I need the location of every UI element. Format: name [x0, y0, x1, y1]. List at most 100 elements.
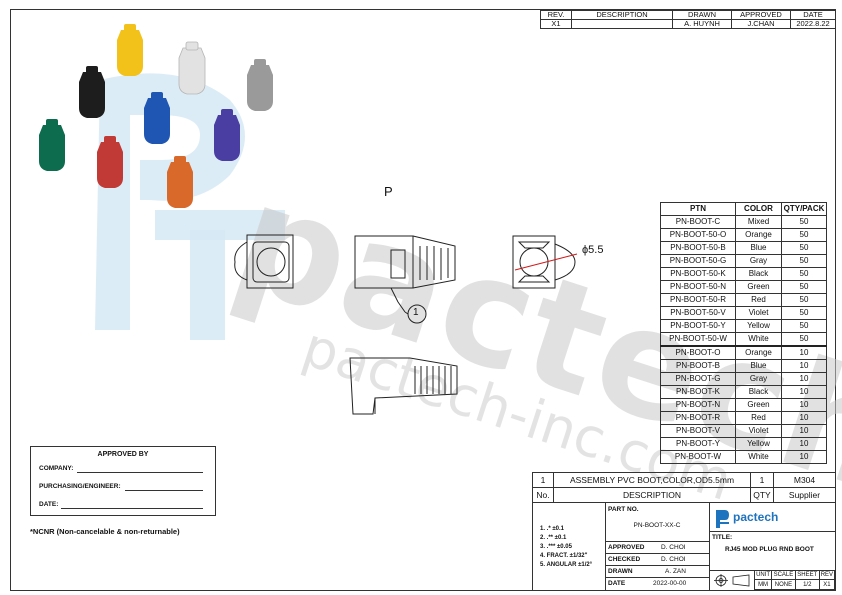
bom-item-qty: 1	[750, 472, 774, 488]
ptn-cell: PN-BOOT-N	[660, 398, 736, 412]
boot-orange-icon	[167, 156, 193, 208]
callout-number: 1	[413, 307, 419, 318]
qty-cell: 10	[781, 385, 827, 399]
drawn-value: A. HUYNH	[672, 19, 732, 29]
ptn-cell: PN-BOOT-50-G	[660, 254, 736, 268]
ptn-cell: PN-BOOT-50-Y	[660, 319, 736, 333]
ptn-cell: PN-BOOT-B	[660, 359, 736, 373]
color-cell: Violet	[735, 424, 782, 438]
bom-item-no: 1	[532, 472, 554, 488]
ptn-cell: PN-BOOT-R	[660, 411, 736, 425]
date-label-tb: DATE	[608, 580, 626, 587]
bom-description-header: DESCRIPTION	[553, 487, 751, 503]
color-cell: Blue	[735, 241, 782, 255]
revision-table: REV. DESCRIPTION DRAWN APPROVED DATE X1 …	[540, 10, 836, 29]
title-value: RJ45 MOD PLUG RND BOOT	[725, 546, 814, 553]
ptn-header: PTN	[660, 202, 736, 216]
ptn-cell: PN-BOOT-50-B	[660, 241, 736, 255]
bom-table: 1 ASSEMBLY PVC BOOT,COLOR,OD5.5mm 1 M304…	[532, 472, 836, 503]
ptn-cell: PN-BOOT-Y	[660, 437, 736, 451]
color-cell: Mixed	[735, 215, 782, 229]
description-value	[571, 19, 673, 29]
ptn-cell: PN-BOOT-50-R	[660, 293, 736, 307]
dimension-label: ϕ5.5	[582, 244, 604, 256]
color-cell: Yellow	[735, 319, 782, 333]
unit-value: MM	[753, 579, 773, 590]
rev-header-tb: REV	[818, 570, 836, 580]
ptn-header-row: PTN COLOR QTY/PACK	[660, 202, 827, 216]
approval-title: APPROVED BY	[97, 451, 149, 458]
end-view-right	[512, 235, 578, 289]
label-p: P	[384, 184, 393, 199]
technical-drawing	[234, 234, 578, 415]
boot-red-icon	[97, 136, 123, 188]
bom-qty-header: QTY	[750, 487, 774, 503]
approved-value: D. CHOI	[661, 544, 686, 551]
color-cell: Red	[735, 411, 782, 425]
ptn-cell: PN-BOOT-50-K	[660, 267, 736, 281]
approval-box: APPROVED BY COMPANY: PURCHASING/ENGINEER…	[30, 446, 216, 516]
color-cell: Blue	[735, 359, 782, 373]
company-label: COMPANY:	[39, 465, 74, 472]
unit-scale-table: UNIT SCALE SHEET REV MM NONE 1/2 X1	[753, 570, 836, 590]
ptn-cell: PN-BOOT-50-V	[660, 306, 736, 320]
rev-value-tb: X1	[818, 579, 836, 590]
qty-cell: 10	[781, 424, 827, 438]
qty-header: QTY/PACK	[781, 202, 827, 216]
color-cell: Green	[735, 280, 782, 294]
checked-value: D. CHOI	[661, 556, 686, 563]
qty-cell: 50	[781, 215, 827, 229]
color-cell: Yellow	[735, 437, 782, 451]
purchasing-field[interactable]	[125, 490, 203, 491]
approved-value: J.CHAN	[731, 19, 791, 29]
drawn-label: DRAWN	[608, 568, 633, 575]
color-cell: Orange	[735, 228, 782, 242]
color-cell: Black	[735, 267, 782, 281]
drawn-value: A. ZAN	[665, 568, 686, 575]
callout-circle	[407, 304, 427, 324]
color-cell: Black	[735, 385, 782, 399]
date-field[interactable]	[61, 508, 203, 509]
ptn-cell: PN-BOOT-O	[660, 345, 736, 360]
date-value-tb: 2022-00-00	[653, 580, 687, 587]
color-header: COLOR	[735, 202, 782, 216]
qty-cell: 50	[781, 241, 827, 255]
bom-header-row: No. DESCRIPTION QTY Supplier	[532, 487, 836, 503]
bom-item-description: ASSEMBLY PVC BOOT,COLOR,OD5.5mm	[553, 472, 751, 488]
ptn-cell: PN-BOOT-W	[660, 450, 736, 464]
part-no-label: PART NO.	[608, 506, 639, 513]
boot-violet-icon	[214, 109, 240, 161]
color-cell: White	[735, 332, 782, 347]
tolerance-item: 3. .*** ±0.05	[540, 544, 572, 550]
qty-cell: 10	[781, 359, 827, 373]
qty-cell: 50	[781, 319, 827, 333]
tolerance-item: 1. .* ±0.1	[540, 526, 564, 532]
qty-cell: 50	[781, 332, 827, 347]
ptn-cell: PN-BOOT-K	[660, 385, 736, 399]
tolerance-item: 4. FRACT. ±1/32"	[540, 553, 588, 559]
drawing-border	[10, 9, 836, 591]
date-value: 2022.8.22	[790, 19, 836, 29]
ptn-cell: PN-BOOT-50-N	[660, 280, 736, 294]
qty-cell: 10	[781, 450, 827, 464]
color-cell: Violet	[735, 306, 782, 320]
company-field[interactable]	[77, 472, 203, 473]
qty-cell: 10	[781, 411, 827, 425]
scale-value: NONE	[771, 579, 796, 590]
side-view-top	[354, 235, 456, 315]
color-cell: Gray	[735, 372, 782, 386]
boot-gray-icon	[247, 59, 273, 111]
qty-cell: 10	[781, 345, 827, 360]
